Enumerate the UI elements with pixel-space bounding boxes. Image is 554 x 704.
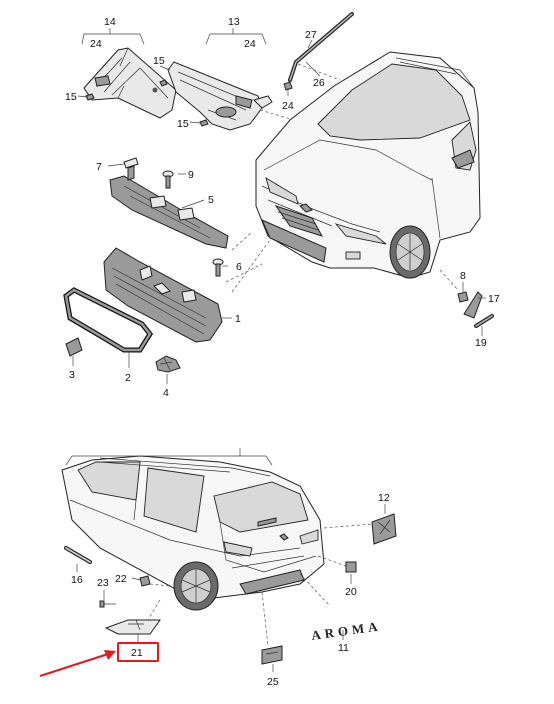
callout-24-left: 24 xyxy=(90,38,102,50)
callout-16: 16 xyxy=(71,574,83,586)
callout-24-mid: 24 xyxy=(244,38,256,50)
clip-15-right xyxy=(199,119,209,127)
callout-7: 7 xyxy=(96,161,102,173)
callout-15-left: 15 xyxy=(65,91,77,103)
trim-5 xyxy=(109,175,229,249)
callout-22: 22 xyxy=(115,573,127,585)
callout-14: 14 xyxy=(104,16,116,28)
cowl-panel-right xyxy=(167,61,273,131)
clip-15-top xyxy=(159,79,168,87)
callout-19: 19 xyxy=(475,337,487,349)
callout-15-bottom: 15 xyxy=(177,118,189,130)
callout-24-right: 24 xyxy=(282,100,294,112)
callout-8: 8 xyxy=(460,270,466,282)
callout-27: 27 xyxy=(305,29,317,41)
frame-2 xyxy=(63,287,154,353)
callout-2: 2 xyxy=(125,372,131,384)
badge-20 xyxy=(345,561,357,573)
clip-22 xyxy=(139,575,151,587)
callout-15-top: 15 xyxy=(153,55,165,67)
callout-23: 23 xyxy=(97,577,109,589)
callout-13: 13 xyxy=(228,16,240,28)
car-rear-view xyxy=(61,455,325,611)
callout-5: 5 xyxy=(208,194,214,206)
fastener-7 xyxy=(123,157,139,181)
windshield-seal-strip xyxy=(283,12,354,91)
lettering-11-text: AROMA xyxy=(310,618,382,643)
callout-12: 12 xyxy=(378,492,390,504)
screw-23 xyxy=(99,600,116,608)
callout-6: 6 xyxy=(236,261,242,273)
cap-3 xyxy=(65,337,83,357)
trim-17 xyxy=(463,291,483,319)
callout-25: 25 xyxy=(267,676,279,688)
badge-25 xyxy=(261,645,283,665)
screw-6 xyxy=(212,258,224,277)
clip-15-left xyxy=(85,93,95,101)
callout-9: 9 xyxy=(188,169,194,181)
callout-20: 20 xyxy=(345,586,357,598)
red-arrow-head xyxy=(104,650,116,660)
callout-17: 17 xyxy=(488,293,500,305)
strip-16 xyxy=(64,546,92,564)
lettering-11: AROMA xyxy=(310,618,382,643)
callout-11: 11 xyxy=(338,642,349,654)
highlight-box xyxy=(117,642,159,662)
callout-1: 1 xyxy=(235,313,241,325)
callout-3: 3 xyxy=(69,369,75,381)
red-arrow xyxy=(39,653,109,677)
emblem-4 xyxy=(155,355,181,373)
highlighted-callout-21: 21 xyxy=(39,642,159,677)
callout-21: 21 xyxy=(131,647,143,659)
cowl-panel-left xyxy=(83,47,177,119)
callout-26: 26 xyxy=(313,77,325,89)
car-front-view xyxy=(255,51,481,279)
clip-8 xyxy=(457,291,469,303)
screw-9 xyxy=(162,170,174,189)
callout-4: 4 xyxy=(163,387,169,399)
emblem-12 xyxy=(371,513,397,545)
strip-19 xyxy=(474,314,494,328)
radiator-grille-1 xyxy=(103,247,223,343)
callout-labels: 14 24 13 24 15 15 15 27 26 24 7 9 5 6 1 … xyxy=(65,16,500,688)
badge-21 xyxy=(104,619,161,635)
